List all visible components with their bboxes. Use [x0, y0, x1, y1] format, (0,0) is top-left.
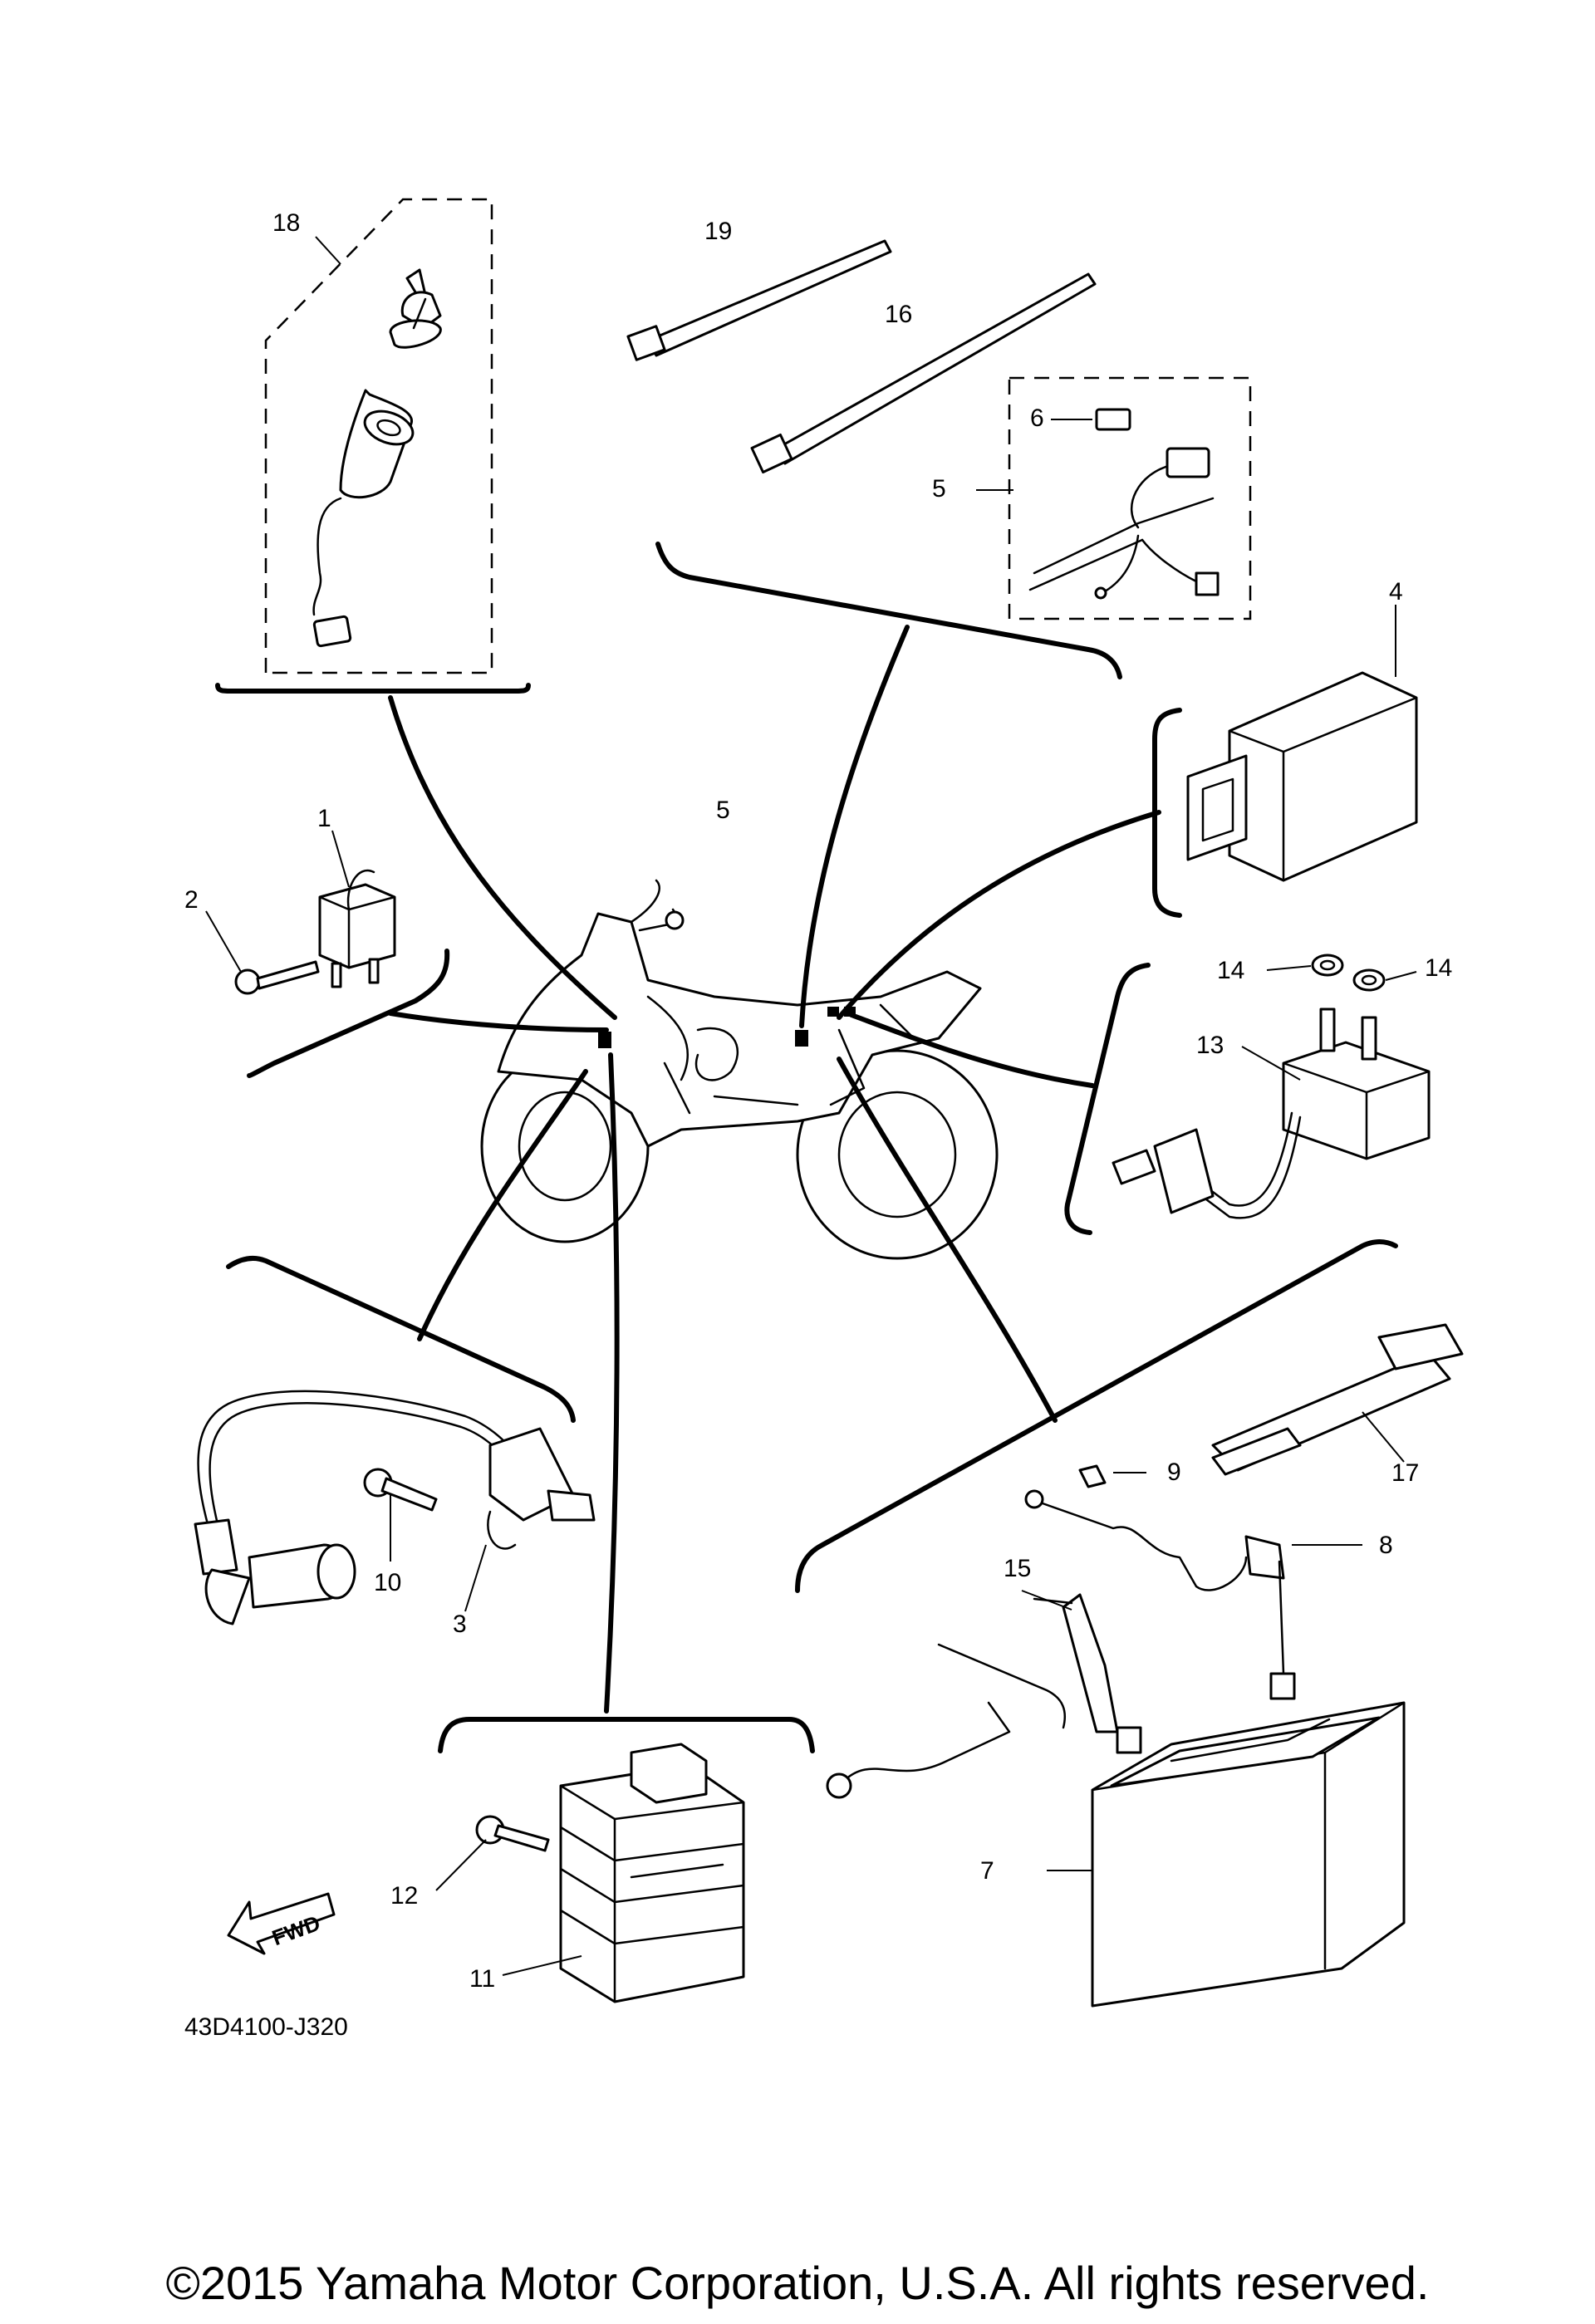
part-label-16: 16	[885, 301, 912, 328]
main-switch-key-assembly	[264, 198, 493, 674]
part-label-12: 12	[390, 1882, 418, 1910]
part-label-14a: 14	[1217, 957, 1244, 984]
part-label-9: 9	[1167, 1459, 1181, 1486]
part-label-10: 10	[374, 1569, 401, 1596]
part-label-5a: 5	[716, 797, 730, 824]
part-label-18: 18	[272, 209, 300, 237]
callout-lines	[388, 625, 1161, 1714]
battery-and-cables	[826, 1323, 1464, 2008]
wire-harness-and-fuse	[976, 376, 1252, 620]
cdi-unit	[1186, 605, 1418, 882]
part-label-17: 17	[1391, 1459, 1419, 1487]
part-label-15: 15	[1004, 1555, 1031, 1582]
part-label-14b: 14	[1425, 954, 1452, 982]
copyright-notice: ©2015 Yamaha Motor Corporation, U.S.A. A…	[166, 2257, 1430, 2309]
diagram-code: 43D4100-J320	[184, 2013, 348, 2041]
part-label-13: 13	[1196, 1032, 1224, 1059]
part-label-6: 6	[1030, 404, 1044, 432]
relay-and-screw	[205, 830, 396, 995]
forward-direction-arrow: FWD	[227, 1892, 336, 1955]
part-label-8: 8	[1379, 1532, 1393, 1559]
part-label-2: 2	[184, 886, 199, 914]
cable-ties	[626, 239, 1097, 474]
part-label-3: 3	[453, 1611, 467, 1638]
part-number-labels: 1 2 3 4 5 5 6 7 8 9 10 11 12 13 14 14 15…	[184, 209, 1452, 1993]
rectifier-regulator	[435, 1743, 745, 2003]
part-label-1: 1	[317, 805, 331, 832]
group-brackets	[215, 542, 1398, 1753]
part-label-5b: 5	[932, 475, 946, 503]
sensor-and-bolt	[194, 1390, 596, 1625]
part-label-11: 11	[469, 1965, 495, 1993]
starter-relay	[1112, 954, 1431, 1219]
part-label-19: 19	[704, 218, 732, 245]
part-label-7: 7	[980, 1857, 994, 1885]
part-label-4: 4	[1389, 578, 1403, 606]
